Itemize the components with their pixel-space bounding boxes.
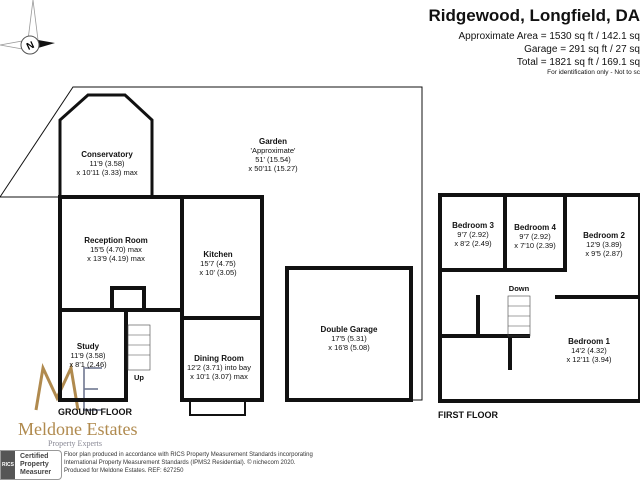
approx-area: Approximate Area = 1530 sq ft / 142.1 sq [458,31,640,42]
compass-letter: N [25,40,36,53]
room-name: Double Garage [320,325,378,334]
room-dims: x 8'2 (2.49) [454,239,492,248]
walls [58,193,640,403]
room-dims: 12'9 (3.89) [586,240,622,249]
room-dims: 51' (15.54) [255,155,291,164]
room-name: Study [76,342,100,351]
ground-floor-label: GROUND FLOOR [58,407,132,417]
room-dims: 9'7 (2.92) [457,230,489,239]
room-dims: 15'7 (4.75) [200,259,236,268]
brand-logo [34,362,102,411]
first-floor-label: FIRST FLOOR [438,410,498,420]
legal-line: Floor plan produced in accordance with R… [64,452,313,458]
room-dims: x 7'10 (2.39) [514,241,556,250]
room-dims: x 10'1 (3.07) max [190,372,248,381]
room-dims: x 50'11 (15.27) [248,164,298,173]
room-name: Garden [258,137,287,146]
room-dims: x 16'8 (5.08) [328,343,370,352]
stairs-down-label: Down [508,284,530,293]
garden-boundary [0,86,423,401]
room-name: Bedroom 3 [452,221,494,230]
legal-line: Produced for Meldone Estates. REF: 62725… [64,468,184,474]
stairs-up-label: Up [134,373,144,382]
room-dims: x 10'11 (3.33) max [76,168,138,177]
rics-badge-line: Property [20,461,49,468]
room-dims: x 9'5 (2.87) [585,249,623,258]
garage-area: Garage = 291 sq ft / 27 sq [524,44,640,55]
north-compass-icon: N [0,0,55,55]
room-name: Conservatory [81,150,133,159]
legal-line: International Property Measurement Stand… [64,460,296,466]
room-name: Bedroom 1 [568,337,610,346]
room-name: Kitchen [203,250,233,259]
room-dims: 'Approximate' [250,146,296,155]
room-garden: Garden'Approximate'51' (15.54)x 50'11 (1… [248,137,297,173]
disclaimer: For identification only - Not to sc [547,69,640,76]
rics-logo: RICS [1,451,15,479]
brand-name: Meldone Estates [18,419,138,439]
room-dims: 9'7 (2.92) [519,232,551,241]
room-dims: 11'9 (3.58) [89,159,125,168]
legal-notice: Floor plan produced in accordance with R… [64,451,313,475]
room-name: Bedroom 2 [583,231,625,240]
wc-walls [110,286,146,312]
brand-tagline: Property Experts [48,439,102,448]
first-floor-outer-walls [438,193,640,403]
rics-badge-line: Measurer [20,469,52,476]
room-name: Bedroom 4 [514,223,556,232]
property-title: Ridgewood, Longfield, DA [428,6,640,25]
rics-badge-line: Certified [20,453,49,460]
room-dims: 17'5 (5.31) [331,334,367,343]
study-walls [58,308,128,402]
dining-room-walls [180,316,264,402]
room-name: Dining Room [194,354,244,363]
garage-walls [285,266,413,402]
total-area: Total = 1821 sq ft / 169.1 sq [516,57,640,68]
room-dims: x 13'9 (4.19) max [87,254,145,263]
room-dims: 14'2 (4.32) [571,346,607,355]
room-dims: 12'2 (3.71) into bay [187,363,251,372]
room-dims: 11'9 (3.58) [70,351,106,360]
room-dims: x 8'1 (2.46) [69,360,107,369]
bay-window [189,400,246,416]
stairs [127,295,531,371]
room-dims: x 10' (3.05) [199,268,237,277]
conservatory-walls [58,93,154,197]
room-dims: x 12'11 (3.94) [566,355,612,364]
room-name: Reception Room [84,236,148,245]
ground-floor-stairs [127,324,151,371]
room-dims: 15'5 (4.70) max [90,245,142,254]
